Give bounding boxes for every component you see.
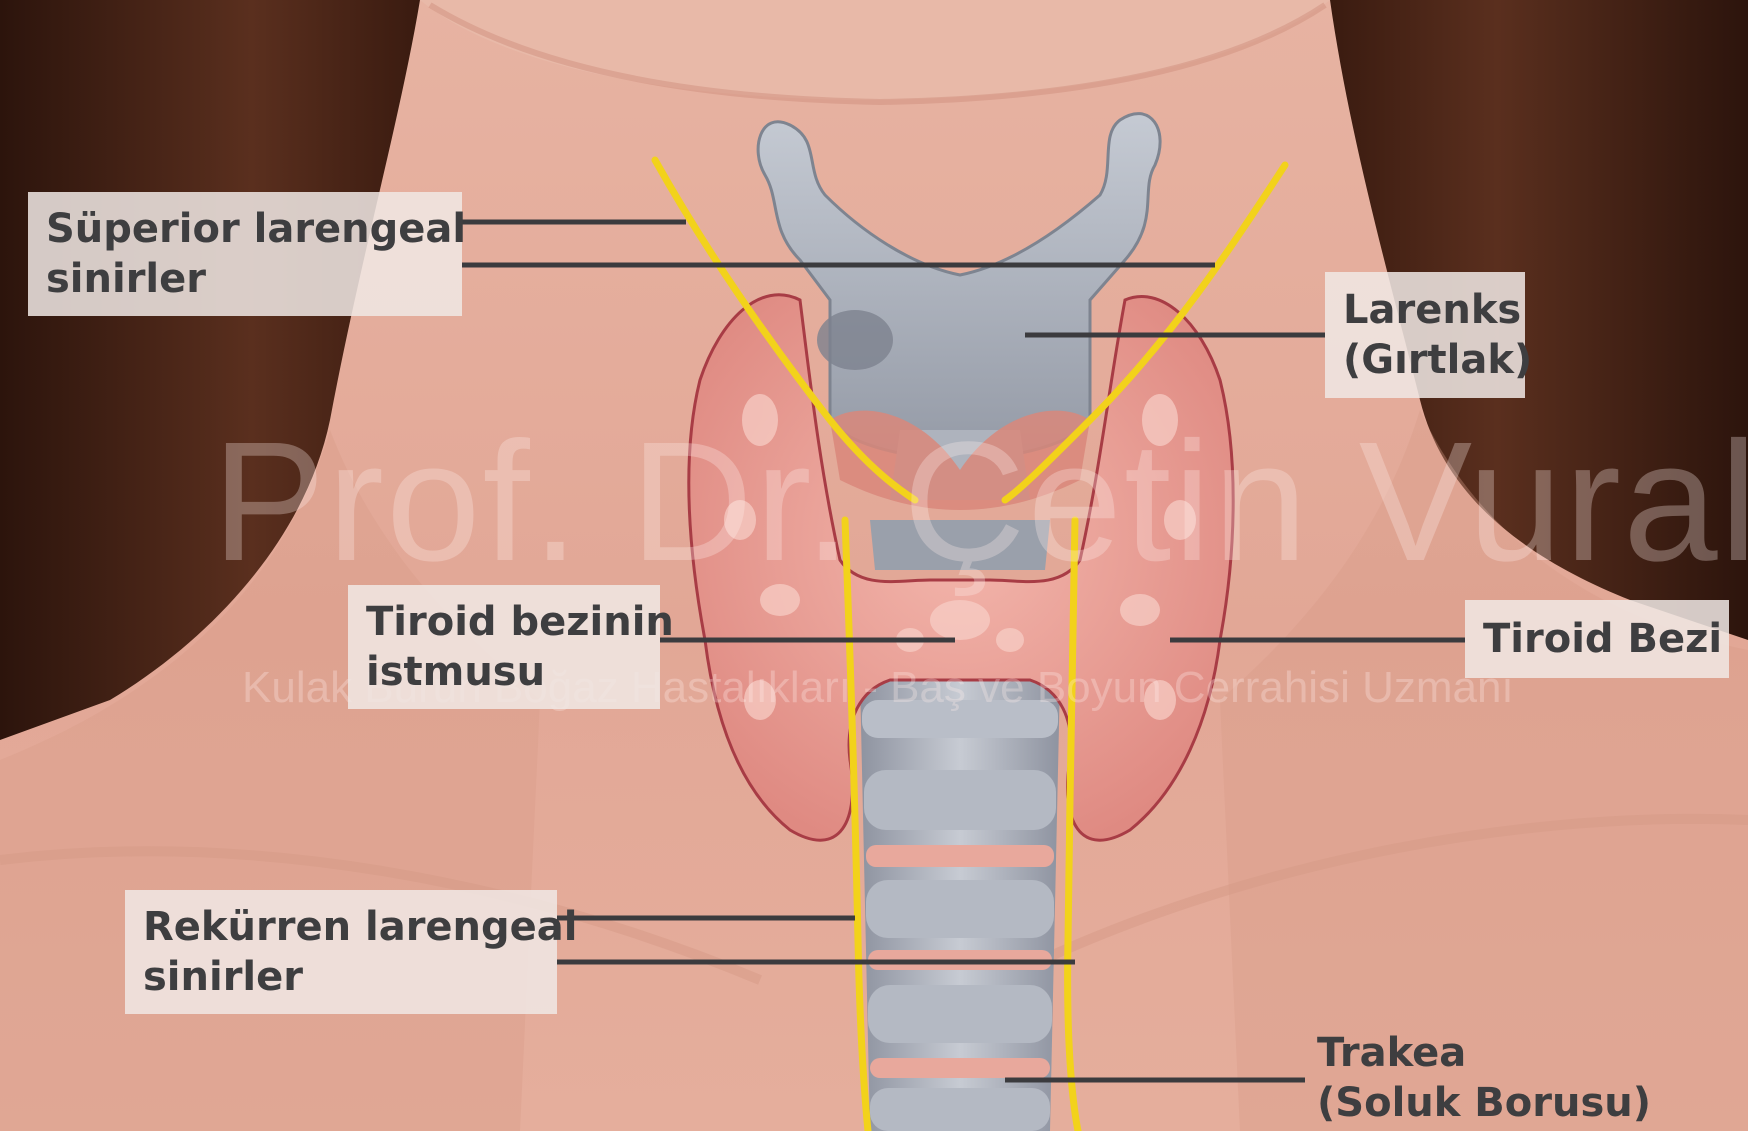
label-larynx-line1: Larenks: [1343, 285, 1507, 335]
label-superior-laryngeal-nerves: Süperior larengeal sinirler: [28, 192, 462, 316]
label-thyroid-line1: Tiroid Bezi: [1483, 614, 1711, 664]
label-superior-line1: Süperior larengeal: [46, 204, 444, 254]
label-trachea-line1: Trakea: [1317, 1028, 1623, 1078]
label-larynx: Larenks (Gırtlak): [1325, 272, 1525, 398]
label-larynx-line2: (Gırtlak): [1343, 335, 1507, 385]
label-thyroid-isthmus: Tiroid bezinin istmusu: [348, 585, 660, 709]
label-superior-line2: sinirler: [46, 254, 444, 304]
label-isthmus-line2: istmusu: [366, 647, 642, 697]
trachea: [860, 680, 1060, 1131]
label-recurrent-laryngeal-nerves: Rekürren larengeal sinirler: [125, 890, 557, 1014]
label-trachea-line2: (Soluk Borusu): [1317, 1078, 1623, 1128]
label-trachea: Trakea (Soluk Borusu): [1305, 1024, 1635, 1130]
label-thyroid-gland: Tiroid Bezi: [1465, 600, 1729, 678]
watermark-name: Prof. Dr. Çetin Vural: [212, 412, 1692, 592]
label-isthmus-line1: Tiroid bezinin: [366, 597, 642, 647]
label-recurrent-line1: Rekürren larengeal: [143, 902, 539, 952]
label-recurrent-line2: sinirler: [143, 952, 539, 1002]
